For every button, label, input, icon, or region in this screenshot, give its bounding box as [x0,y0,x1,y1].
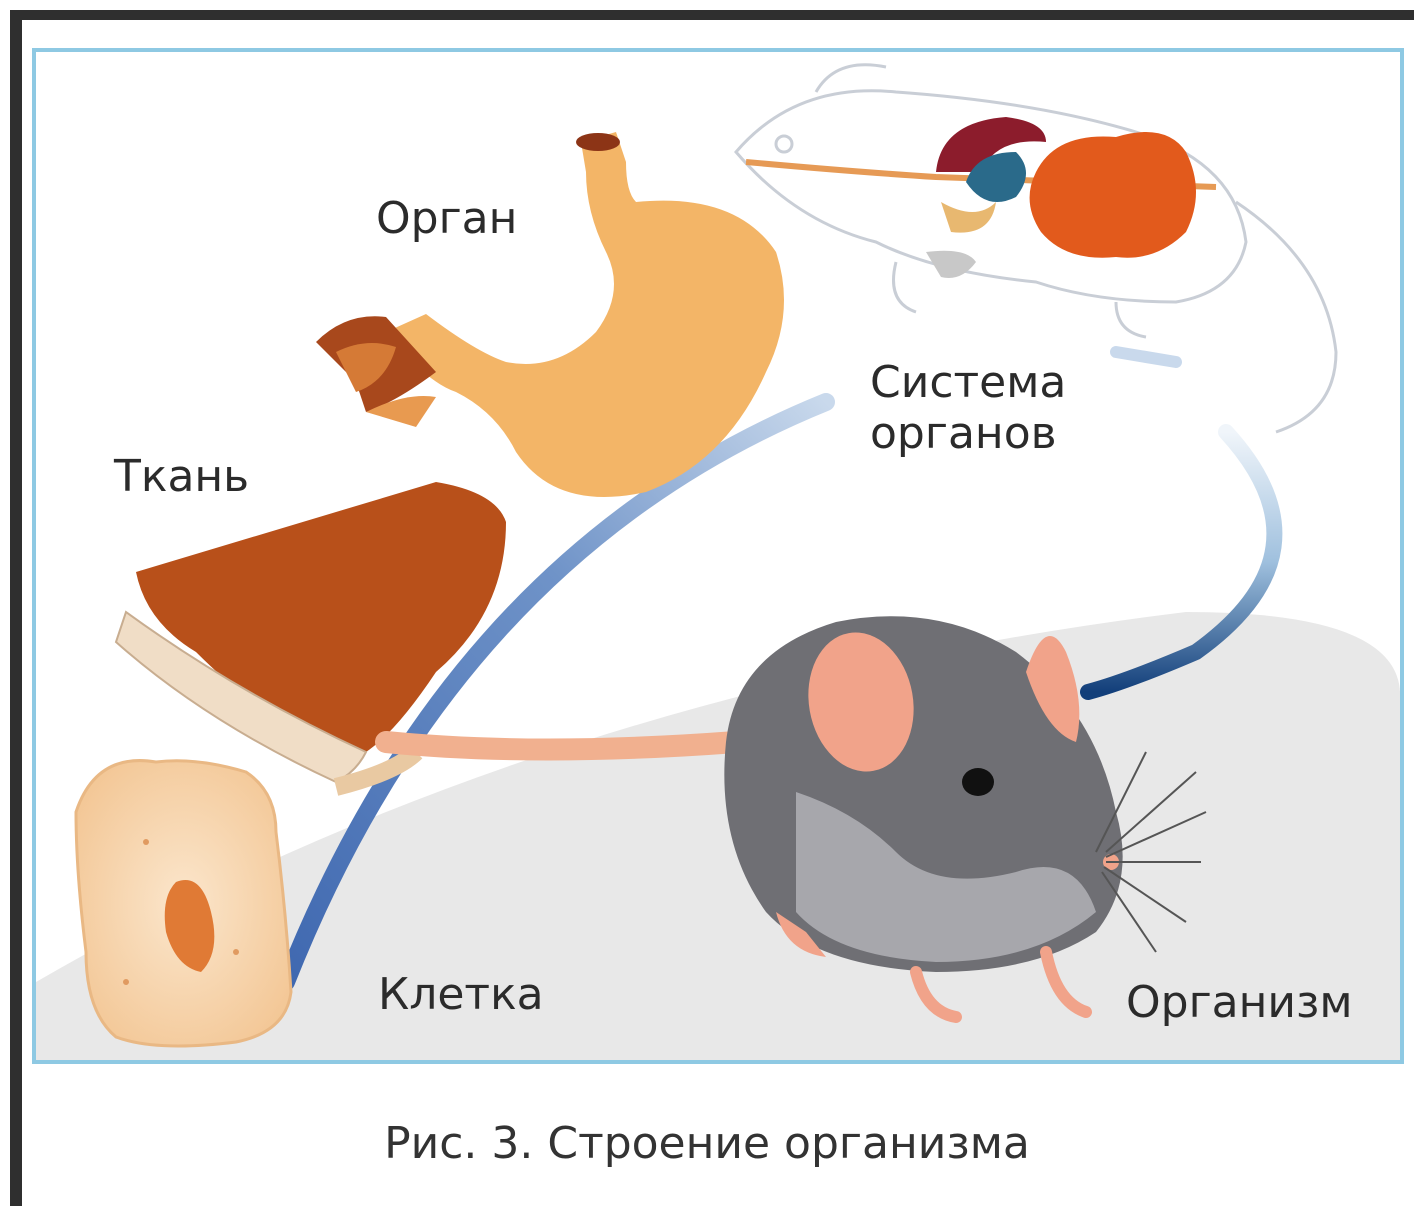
label-organ-system: Система органов [870,358,1066,459]
hierarchy-arc-top [1116,352,1176,362]
label-tissue: Ткань [114,452,249,503]
rat-intestines [1030,132,1196,258]
biological-hierarchy-illustration [36,52,1400,1060]
figure-caption: Рис. 3. Строение организма [0,1118,1414,1169]
cell [76,761,291,1046]
figure-box: Орган Ткань Система органов Клетка Орган… [32,48,1404,1064]
label-organ: Орган [376,194,517,245]
label-organism: Организм [1126,978,1353,1029]
label-cell: Клетка [378,970,544,1021]
rat-stomach-under [941,202,996,233]
mouse-tail [386,742,736,750]
organ-stomach [316,132,784,497]
